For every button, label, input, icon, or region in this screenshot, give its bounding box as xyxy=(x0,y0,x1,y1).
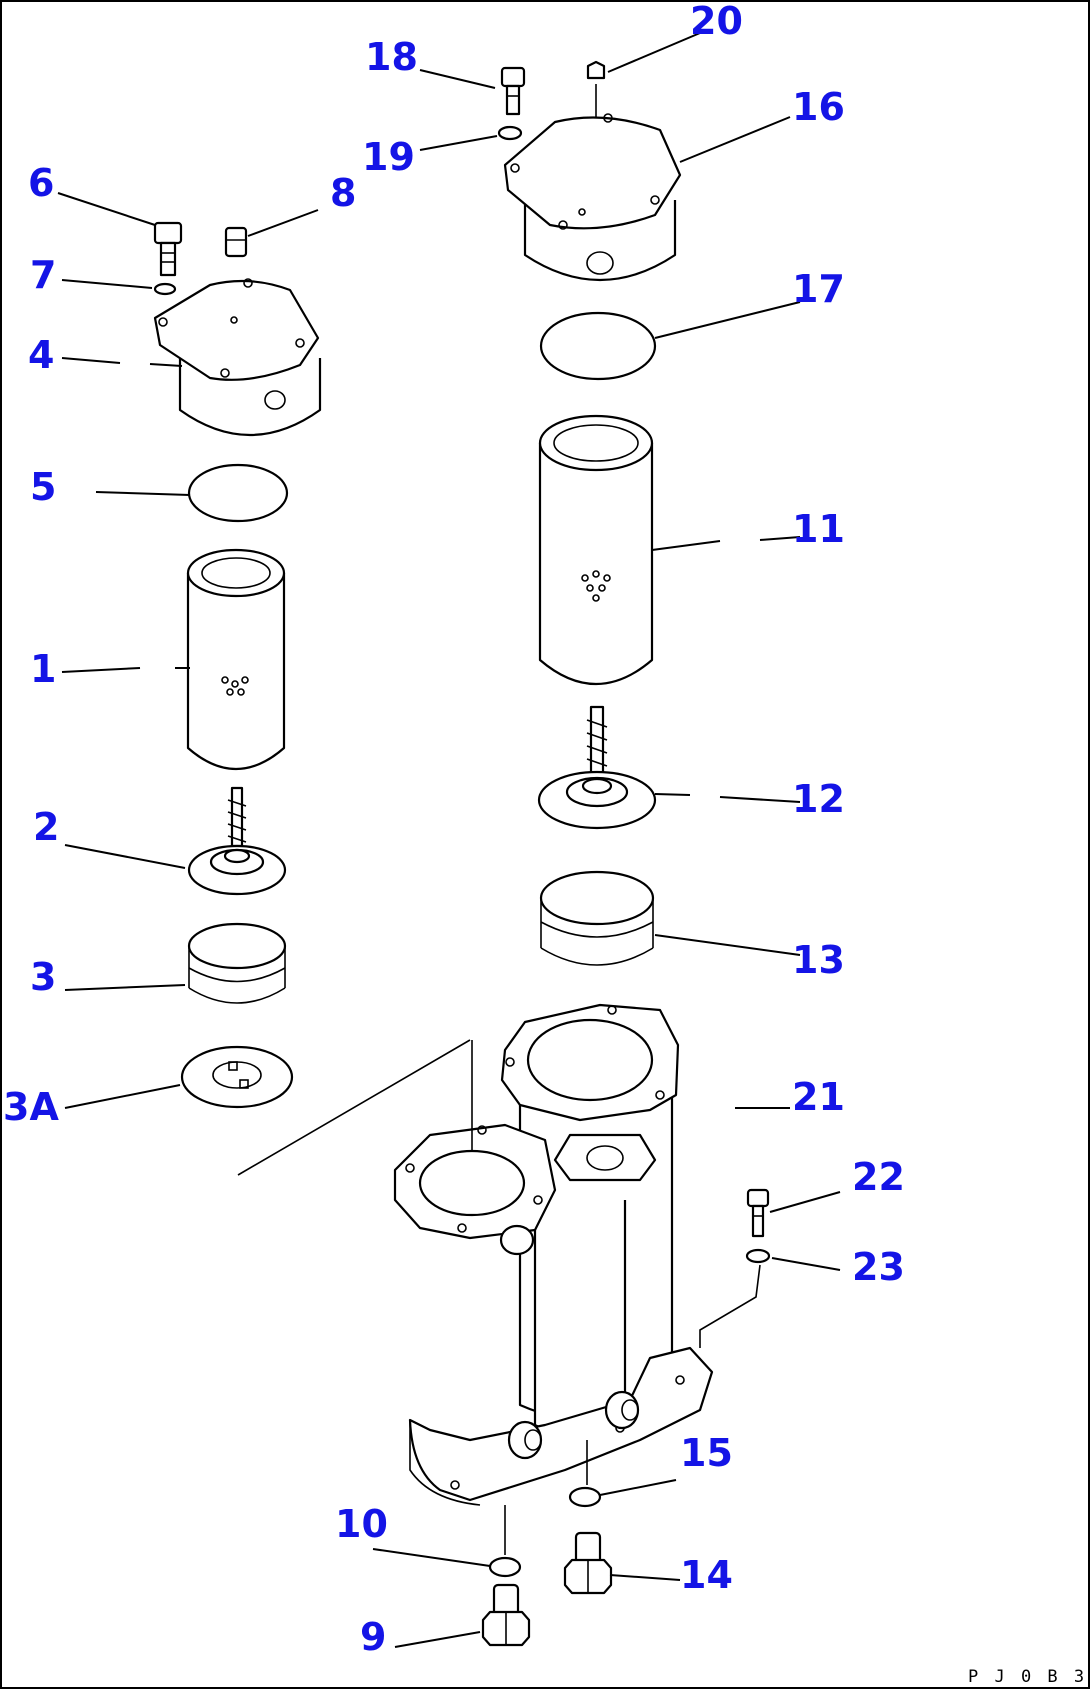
callout-3: 3 xyxy=(30,955,56,999)
callout-15: 15 xyxy=(680,1431,733,1475)
section-guide-line xyxy=(237,1039,471,1176)
leader-lines xyxy=(57,32,841,1648)
callout-5: 5 xyxy=(30,465,56,509)
part-plug-8 xyxy=(224,226,248,258)
part-plug-14 xyxy=(563,1531,613,1595)
callout-21: 21 xyxy=(792,1075,845,1119)
part-bolt-6 xyxy=(153,221,183,277)
callout-8: 8 xyxy=(330,171,356,215)
callout-13: 13 xyxy=(792,938,845,982)
callout-3a: 3A xyxy=(3,1085,59,1129)
part-element-11 xyxy=(538,414,654,686)
part-gasket-10 xyxy=(488,1556,522,1578)
callout-9: 9 xyxy=(360,1615,386,1659)
callout-7: 7 xyxy=(30,253,56,297)
part-valve-2 xyxy=(187,786,287,896)
part-bolt-22 xyxy=(746,1188,770,1238)
callout-1: 1 xyxy=(30,647,56,691)
callout-20: 20 xyxy=(690,0,743,43)
part-washer-7 xyxy=(153,282,177,296)
callout-18: 18 xyxy=(365,35,418,79)
callout-11: 11 xyxy=(792,507,845,551)
part-washer-23 xyxy=(745,1248,771,1264)
part-housing-21 xyxy=(393,1003,761,1506)
part-element-1 xyxy=(186,548,286,770)
part-o-ring-5 xyxy=(187,463,289,523)
part-spring-13 xyxy=(539,870,655,966)
callout-17: 17 xyxy=(792,267,845,311)
drawing-code: P J 0 B 3 3 4 xyxy=(968,1667,1090,1687)
part-spring-3 xyxy=(187,922,287,1004)
part-plug-9 xyxy=(481,1583,531,1647)
callout-10: 10 xyxy=(335,1502,388,1546)
callout-12: 12 xyxy=(792,777,845,821)
callout-4: 4 xyxy=(28,333,54,377)
part-gasket-15 xyxy=(568,1486,602,1508)
callout-6: 6 xyxy=(28,161,54,205)
part-bolt-18 xyxy=(500,66,526,116)
callout-2: 2 xyxy=(33,805,59,849)
part-cover-16 xyxy=(503,113,682,282)
part-valve-12 xyxy=(537,705,657,830)
part-seat-3a xyxy=(180,1045,294,1109)
part-o-ring-17 xyxy=(539,311,657,381)
part-cover-4 xyxy=(153,278,322,436)
callout-22: 22 xyxy=(852,1155,905,1199)
callout-23: 23 xyxy=(852,1245,905,1289)
callout-14: 14 xyxy=(680,1553,733,1597)
part-washer-19 xyxy=(497,125,523,141)
callout-16: 16 xyxy=(792,85,845,129)
callout-19: 19 xyxy=(362,135,415,179)
